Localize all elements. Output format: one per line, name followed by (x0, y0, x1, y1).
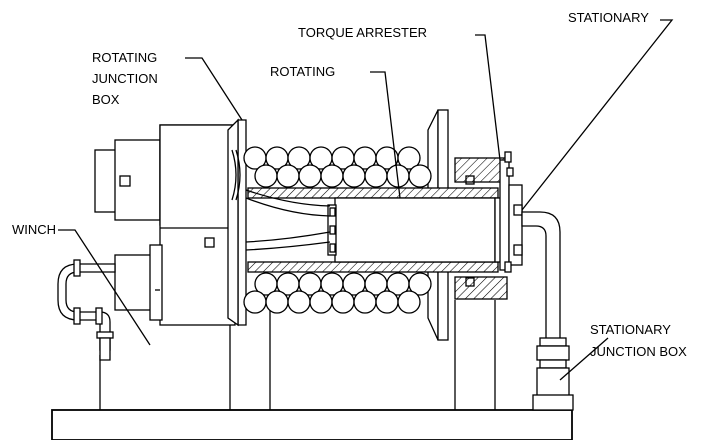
hydraulic-piping (57, 259, 116, 361)
rotating-cables (231, 149, 331, 251)
label-rotating: ROTATING (270, 64, 335, 79)
drum-flange-left (227, 118, 247, 327)
stationary-conduit (521, 211, 574, 411)
label-winch: WINCH (12, 222, 56, 237)
label-rotating-jb-line1: ROTATING (92, 50, 157, 65)
label-rotating-jb-line2: JUNCTION (92, 71, 158, 86)
leader-lines (58, 19, 674, 411)
label-stationary-jb-line1: STATIONARY (590, 322, 671, 337)
base-skid (51, 300, 573, 440)
label-stationary: STATIONARY (568, 10, 649, 25)
winch-gearbox (114, 124, 236, 326)
rotating-slip-ring (327, 197, 502, 263)
label-stationary-jb-line2: JUNCTION BOX (590, 344, 687, 359)
stationary-flange (499, 151, 523, 273)
label-rotating-jb-line3: BOX (92, 92, 120, 107)
rope-coils-bottom (243, 272, 432, 314)
rope-coils-top (243, 146, 432, 188)
label-torque-arrester: TORQUE ARRESTER (298, 25, 427, 40)
